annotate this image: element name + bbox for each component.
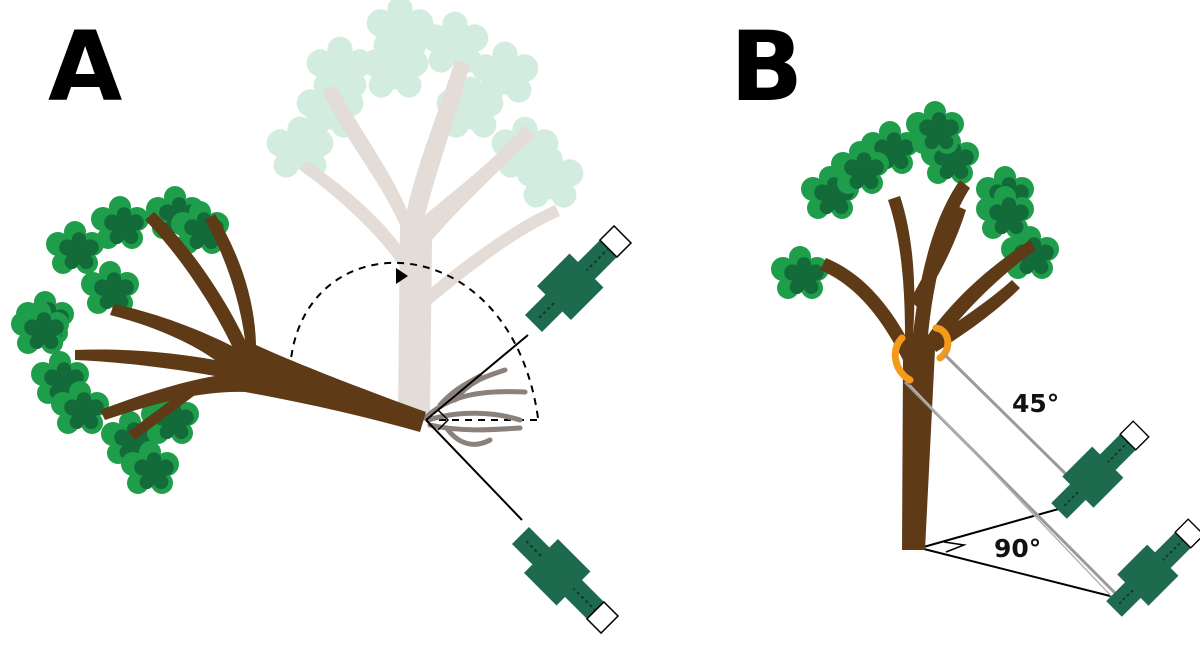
panel-label-a: A — [48, 11, 122, 123]
anchor-angle-label: 90° — [994, 534, 1041, 563]
right-angle-marker-icon — [437, 409, 450, 431]
tree-sling-icon — [891, 324, 952, 384]
ground-line-lower — [919, 547, 1119, 599]
pull-direction-arc-icon — [289, 261, 539, 419]
pulling-cable-upper — [943, 353, 1082, 490]
panel-label-b: B — [730, 11, 803, 123]
ground-anchor-lower — [502, 517, 628, 643]
fallen-tree — [11, 186, 426, 494]
ground-anchor-b-lower — [1097, 510, 1200, 626]
cable-angle-label: 45° — [1012, 389, 1059, 418]
standing-tree-crown — [771, 101, 1059, 299]
guy-line-lower — [425, 419, 523, 521]
fallen-tree-trunk — [75, 212, 426, 432]
arrowhead-icon — [396, 268, 408, 284]
ghost-tree-trunk — [322, 60, 535, 412]
pulling-cable-lower-twin — [909, 384, 1116, 601]
right-angle-marker-b-icon — [943, 541, 967, 553]
ghost-standing-tree — [266, 0, 584, 412]
guy-line-upper — [425, 334, 529, 421]
standing-tree — [771, 101, 1059, 550]
standing-tree-trunk — [820, 180, 1036, 550]
ground-anchor-upper — [515, 216, 641, 342]
